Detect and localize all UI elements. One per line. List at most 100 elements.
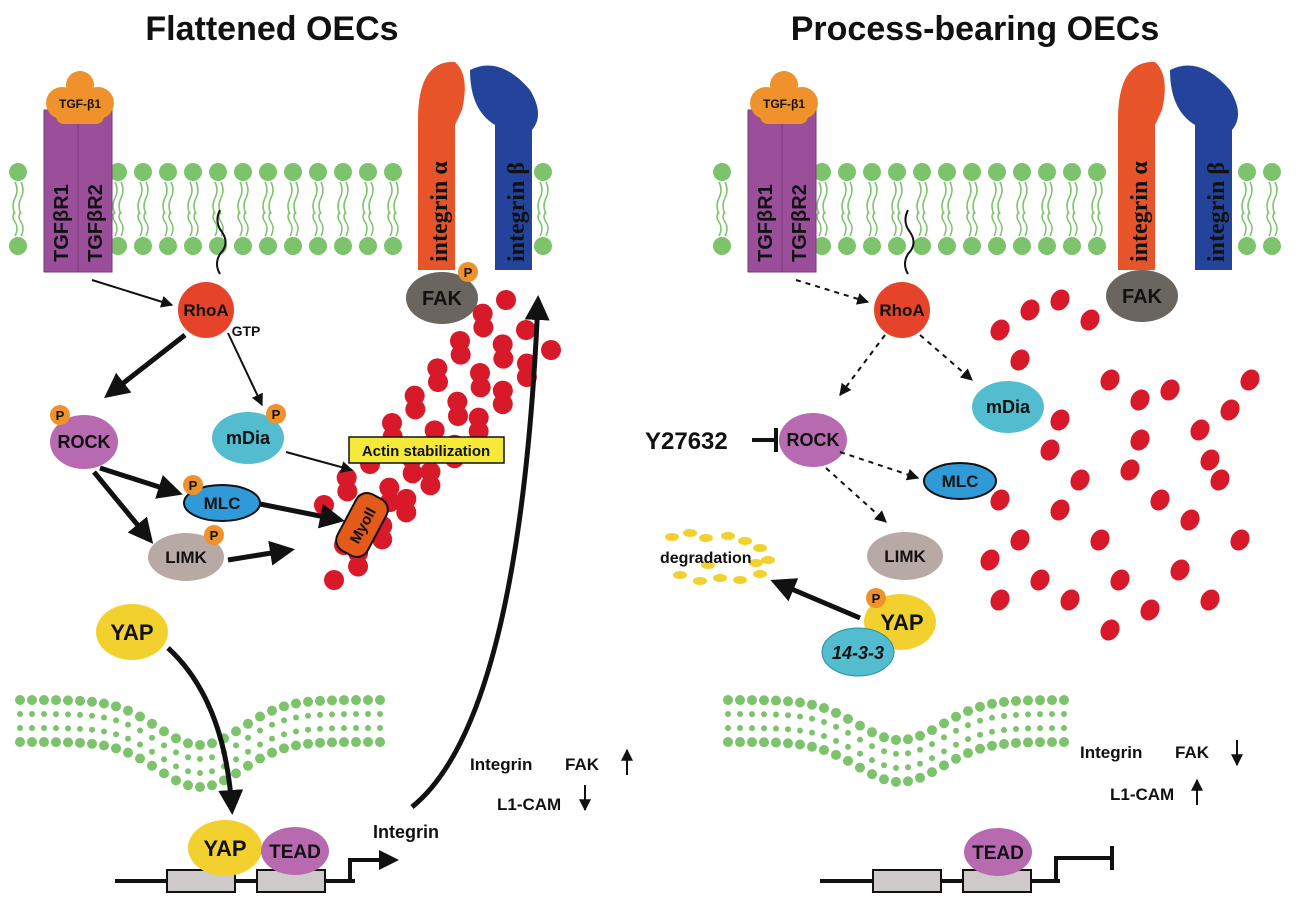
nuclear-lipid xyxy=(807,741,817,752)
lipid-head xyxy=(184,163,202,181)
nuclear-lipid xyxy=(879,774,889,785)
nuclear-lipid xyxy=(1025,711,1031,718)
actin-monomer xyxy=(427,358,448,379)
nuclear-lipid xyxy=(903,734,913,745)
nuclear-lipid xyxy=(267,705,277,716)
lipid-tail xyxy=(941,181,947,215)
nuclear-lipid xyxy=(1059,695,1069,706)
lipid-tail xyxy=(143,181,149,215)
lipid-tail xyxy=(543,181,549,215)
nuclear-lipid xyxy=(327,695,337,706)
nuclear-lipid xyxy=(363,737,373,748)
actin-monomer xyxy=(1040,439,1060,461)
nuclear-lipid xyxy=(819,703,829,714)
lipid-tail xyxy=(722,211,728,237)
nuclear-lipid xyxy=(377,725,383,732)
nuclear-lipid xyxy=(819,745,829,756)
nuclear-lipid xyxy=(171,733,181,744)
nuclear-lipid xyxy=(867,727,877,738)
lipid-tail xyxy=(991,211,997,237)
rock-label: ROCK xyxy=(58,432,111,452)
nuclear-lipid xyxy=(771,737,781,748)
lipid-tail xyxy=(143,211,149,237)
nuclear-lipid xyxy=(317,711,323,718)
actin-monomer xyxy=(980,549,1000,571)
nuclear-lipid xyxy=(255,711,265,722)
nuclear-lipid xyxy=(39,737,49,748)
nuclear-lipid xyxy=(351,737,361,748)
nuclear-lipid xyxy=(869,757,875,764)
lipid-head xyxy=(1013,237,1031,255)
lipid-head xyxy=(9,237,27,255)
lipid-tail xyxy=(1266,211,1272,237)
expr-integrin-label-right: Integrin xyxy=(1080,743,1142,762)
lipid-head xyxy=(1263,163,1281,181)
y27632-inhibitor: Y27632 xyxy=(645,428,778,455)
lipid-head xyxy=(1038,237,1056,255)
myoii-left: MyoII xyxy=(335,491,389,559)
nuclear-lipid xyxy=(795,697,805,708)
actin-monomer xyxy=(1090,529,1110,551)
nuclear-lipid xyxy=(89,712,95,719)
nuclear-lipid xyxy=(761,725,767,732)
nuclear-lipid xyxy=(1037,711,1043,718)
arrow-mdia-to-actin-left xyxy=(285,451,354,473)
lipid-tail xyxy=(991,181,997,215)
nuclear-lipid xyxy=(891,734,901,745)
nuclear-lipid xyxy=(783,738,793,749)
nuclear-lipid xyxy=(53,711,59,718)
nuclear-lipid xyxy=(1011,695,1021,706)
lipid-tail xyxy=(162,211,168,237)
mlc-right: MLC xyxy=(923,462,997,500)
nuclear-lipid xyxy=(63,695,73,706)
integrin-beta-left: integrin β xyxy=(470,65,539,270)
nuclear-lipid xyxy=(1025,725,1031,732)
nuclear-lipid xyxy=(1049,725,1055,732)
nuclear-lipid xyxy=(315,695,325,706)
actin-monomer xyxy=(990,489,1010,511)
lipid-tail xyxy=(816,211,822,237)
lipid-tail xyxy=(1066,211,1072,237)
lipid-tail xyxy=(168,211,174,237)
arrow-rock-to-limk-left xyxy=(92,470,154,544)
actin-monomer xyxy=(1020,299,1040,321)
lipid-head xyxy=(863,163,881,181)
nuclear-lipid xyxy=(305,712,311,719)
lipid-tail xyxy=(872,211,878,237)
mdia-label-right: mDia xyxy=(986,397,1031,417)
lipid-tail xyxy=(318,181,324,215)
lipid-head xyxy=(938,237,956,255)
lipid-tail xyxy=(12,181,18,215)
nuclear-lipid xyxy=(245,734,251,741)
lipid-head xyxy=(259,163,277,181)
nuclear-lipid xyxy=(149,748,155,755)
nuclear-lipid xyxy=(329,725,335,732)
actin-monomer xyxy=(1050,499,1070,521)
dna-left xyxy=(115,850,399,893)
nuclear-lipid xyxy=(869,743,875,750)
nuclear-lipid xyxy=(377,711,383,718)
fak-left: FAK P xyxy=(406,262,478,324)
lipid-tail xyxy=(218,181,224,215)
nuclear-lipid xyxy=(855,720,865,731)
nuclear-lipid xyxy=(927,725,937,736)
nuclear-lipid xyxy=(279,743,289,754)
lipid-tail xyxy=(1022,211,1028,237)
nuclear-lipid xyxy=(27,737,37,748)
actin-monomer xyxy=(314,495,334,515)
tgf-receptor-left: TGFβR1 TGFβR2 xyxy=(43,109,113,273)
limk-label-right: LIMK xyxy=(884,547,926,566)
lipid-tail xyxy=(966,211,972,237)
nuclear-lipid xyxy=(797,727,803,734)
lipid-tail xyxy=(1072,211,1078,237)
lipid-head xyxy=(813,237,831,255)
nuclear-lipid xyxy=(303,738,313,749)
nuclear-lipid xyxy=(977,717,983,724)
lipid-head xyxy=(1088,163,1106,181)
dashed-arrow-rhoa-to-rock-right xyxy=(839,334,886,396)
nuclear-lipid xyxy=(1061,711,1067,718)
actin-monomer xyxy=(541,340,561,360)
nuclear-lipid xyxy=(51,695,61,706)
actin-monomer xyxy=(448,406,468,426)
